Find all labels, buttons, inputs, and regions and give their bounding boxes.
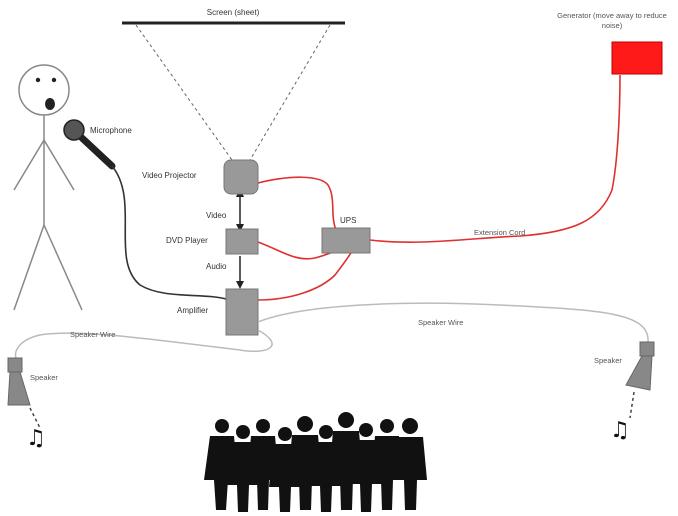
amplifier-label: Amplifier <box>177 306 209 315</box>
dvd-player-box <box>225 228 259 255</box>
speaker-wire-left-label: Speaker Wire <box>70 330 116 339</box>
video-projector-box <box>223 159 259 195</box>
video-label: Video <box>206 211 227 220</box>
ups-box <box>321 227 371 254</box>
generator-label: Generator (move away to reduce noise) <box>557 11 667 30</box>
speaker-wire-right-label: Speaker Wire <box>418 318 464 327</box>
screen-label: Screen (sheet) <box>206 8 260 17</box>
extension-cord-label: Extension Cord <box>474 228 526 237</box>
projection-line-right <box>249 24 331 161</box>
speaker-left-body <box>7 357 23 373</box>
audio-label: Audio <box>206 262 227 271</box>
stick-figure-speaker <box>13 64 83 311</box>
music-note-right-icon: ♫ <box>610 418 630 443</box>
speaker-left-label: Speaker <box>30 373 58 382</box>
projection-line-left <box>135 24 233 161</box>
sound-dash-right <box>629 391 635 419</box>
audio-arrowhead <box>236 281 244 289</box>
speaker-wires <box>14 302 649 359</box>
power-cables <box>257 74 621 301</box>
amplifier-box <box>225 288 259 336</box>
speaker-right-label: Speaker <box>594 356 622 365</box>
speaker-right-body <box>639 341 655 357</box>
dvd-player-label: DVD Player <box>166 236 208 245</box>
music-note-left-icon: ♫ <box>26 426 46 451</box>
sound-dash-left <box>29 407 41 429</box>
generator-box <box>611 41 663 75</box>
stick-figure-mouth <box>45 98 55 110</box>
speaker-left-cone <box>7 371 31 406</box>
microphone-cable <box>111 165 231 301</box>
video-projector-label: Video Projector <box>142 171 197 180</box>
microphone-icon <box>63 119 116 170</box>
video-arrowhead-down <box>236 224 244 232</box>
ups-label: UPS <box>340 216 357 225</box>
speaker-right-cone <box>625 355 653 391</box>
microphone-label: Microphone <box>90 126 132 135</box>
stick-figure-eye-right <box>51 77 57 83</box>
audience-silhouette <box>204 412 427 512</box>
stick-figure-eye-left <box>35 77 41 83</box>
